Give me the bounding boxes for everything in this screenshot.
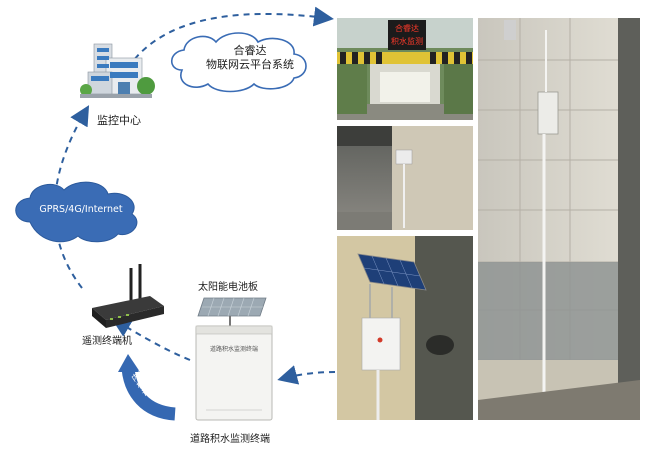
photo-led-sign [337,18,473,120]
cloud-platform-shape [170,32,307,93]
label-telemetry-terminal: 遥测终端机 [82,336,132,347]
label-cloud-platform-line1: 合睿达 [233,44,267,57]
led-sign-line1: 合睿达 [395,23,419,33]
label-cloud-platform-line2: 物联网云平台系统 [206,58,294,71]
monitoring-terminal-enclosure [195,325,273,421]
telemetry-terminal-device [92,264,164,328]
core-device-arrow-icon [118,354,176,421]
flow-arrow-center-to-site [127,6,334,69]
photo-wall-box [478,18,640,420]
photo-solar-terminal [337,236,473,420]
label-cloud-platform: 合睿达 物联网云平台系统 [200,44,300,72]
label-enclosure-text: 道路积水监测终端 [209,346,258,353]
solar-panel-icon [197,297,267,330]
photo-tunnel-box [337,126,473,230]
led-sign-line2: 积水监测 [391,36,423,46]
label-solar-panel: 太阳能电池板 [198,282,258,293]
building-icon [80,43,155,98]
label-monitoring-center: 监控中心 [97,114,141,127]
label-monitoring-terminal: 道路积水监测终端 [190,434,270,445]
cloud-network-shape [15,181,138,243]
flow-arrow-site-to-terminal [277,365,336,385]
label-network: GPRS/4G/Internet [39,204,123,215]
